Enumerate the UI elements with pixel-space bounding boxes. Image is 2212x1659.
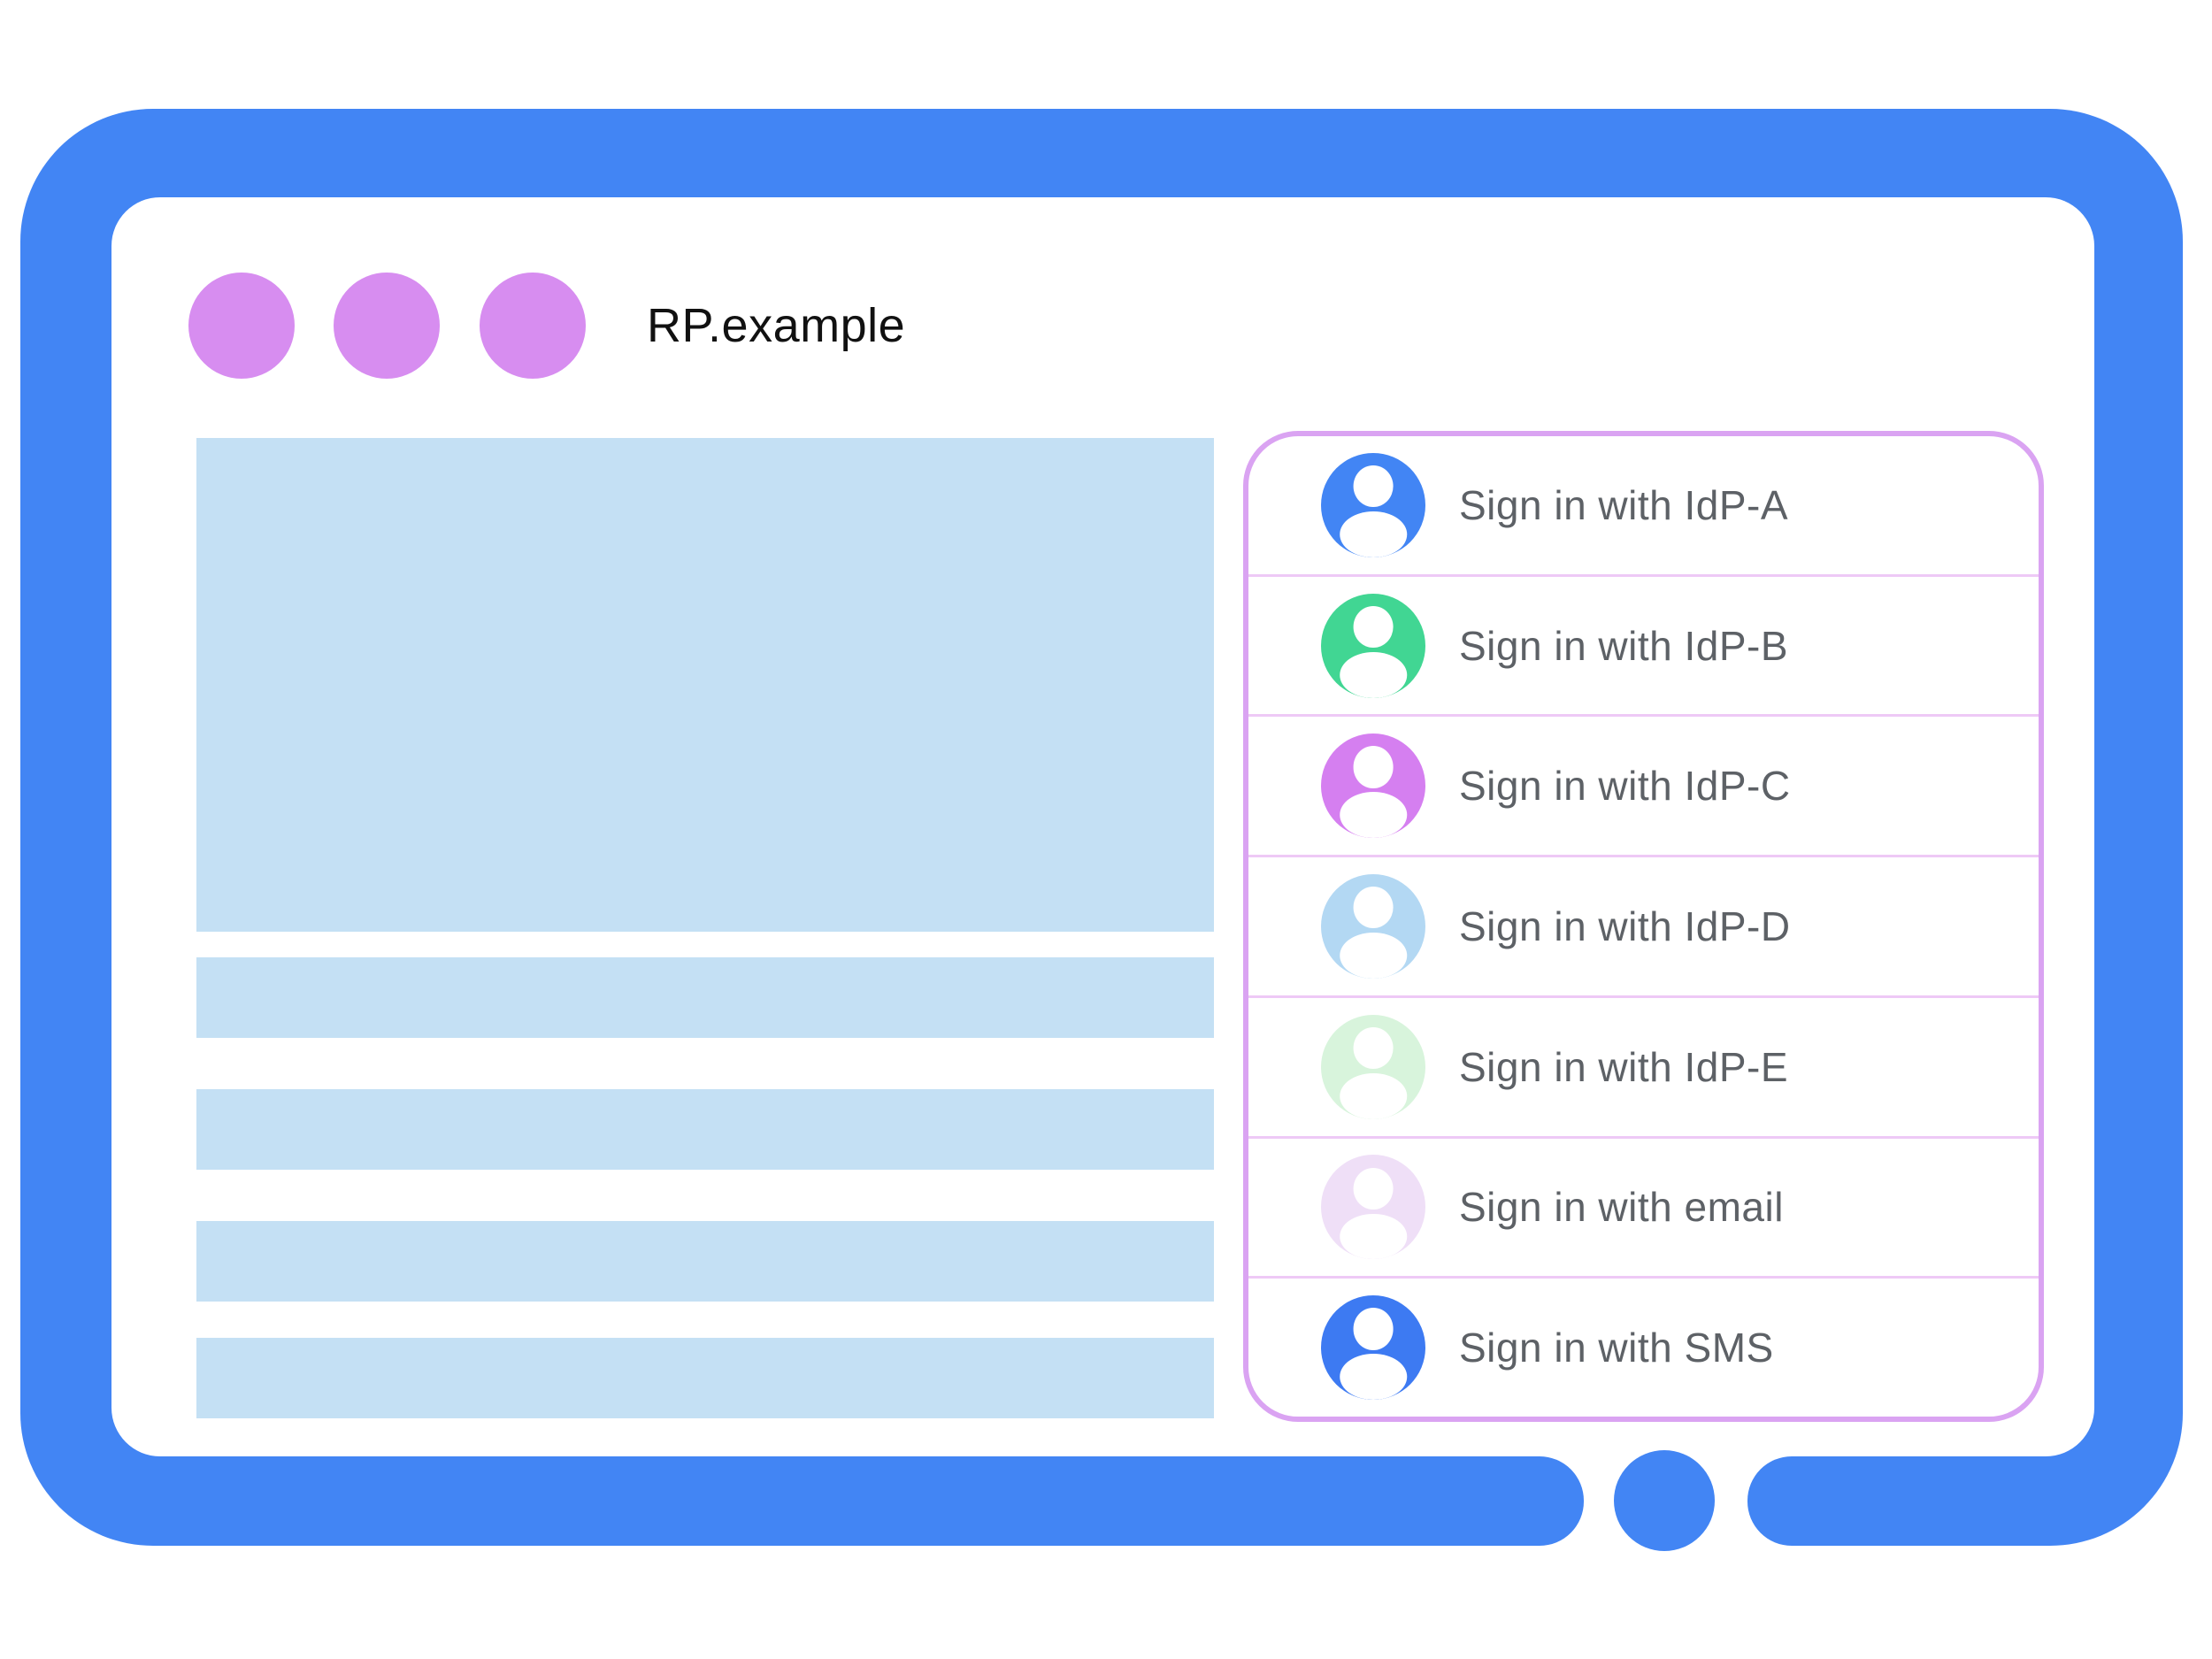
bezel-cap-left [1451, 1456, 1584, 1546]
signin-option-idp-c[interactable]: Sign in with IdP-C [1248, 714, 2039, 855]
person-avatar-icon [1321, 1295, 1425, 1401]
signin-option-sms[interactable]: Sign in with SMS [1248, 1276, 2039, 1417]
signin-option-label: Sign in with IdP-A [1459, 481, 1789, 528]
window-control-dot[interactable] [334, 273, 440, 379]
person-avatar-icon [1321, 1155, 1425, 1260]
signin-option-idp-a[interactable]: Sign in with IdP-A [1248, 436, 2039, 574]
person-avatar-icon [1321, 452, 1425, 557]
signin-option-label: Sign in with SMS [1459, 1325, 1774, 1371]
signin-option-idp-e[interactable]: Sign in with IdP-E [1248, 995, 2039, 1136]
content-placeholder-bar [196, 1221, 1214, 1302]
signin-option-email[interactable]: Sign in with email [1248, 1135, 2039, 1277]
person-avatar-icon [1321, 593, 1425, 698]
home-button[interactable] [1614, 1450, 1715, 1551]
content-placeholder-bar [196, 1089, 1214, 1170]
content-placeholder-bar [196, 957, 1214, 1038]
signin-option-label: Sign in with IdP-B [1459, 622, 1789, 669]
site-title: RP.example [647, 299, 906, 352]
signin-option-idp-d[interactable]: Sign in with IdP-D [1248, 855, 2039, 995]
signin-option-label: Sign in with IdP-E [1459, 1043, 1789, 1090]
person-avatar-icon [1321, 874, 1425, 979]
person-avatar-icon [1321, 1014, 1425, 1119]
signin-option-label: Sign in with email [1459, 1184, 1784, 1231]
signin-option-idp-b[interactable]: Sign in with IdP-B [1248, 573, 2039, 715]
person-avatar-icon [1321, 733, 1425, 839]
window-control-dot[interactable] [188, 273, 295, 379]
content-placeholder-bar [196, 1338, 1214, 1418]
content-placeholder-hero [196, 438, 1214, 932]
signin-option-label: Sign in with IdP-C [1459, 763, 1791, 810]
bezel-cap-right [1747, 1456, 1880, 1546]
window-control-dot[interactable] [480, 273, 586, 379]
signin-option-label: Sign in with IdP-D [1459, 903, 1791, 950]
signin-panel: Sign in with IdP-A Sign in with IdP-B Si… [1243, 431, 2044, 1422]
